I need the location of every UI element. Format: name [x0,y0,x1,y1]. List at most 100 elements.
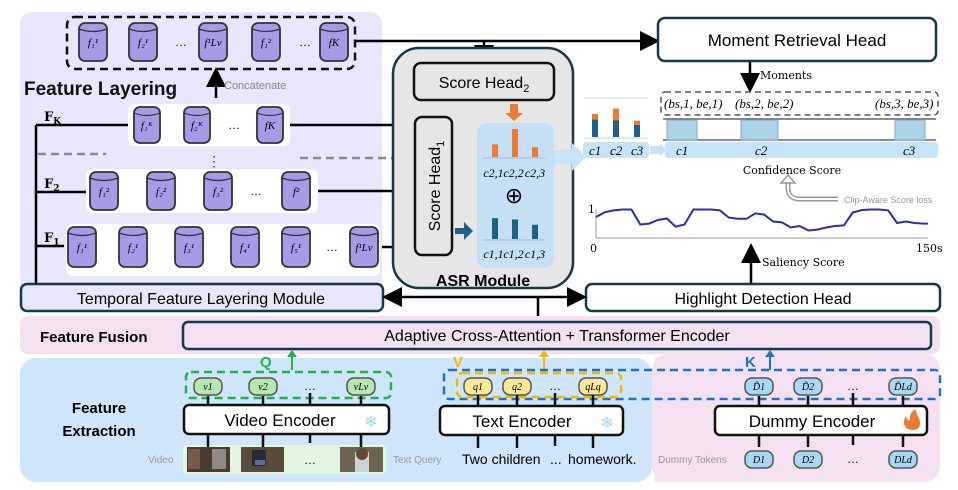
stacked-bar-teal [634,124,640,137]
cross-attention-encoder [181,320,933,351]
cross-attention-encoder-label: Adaptive Cross-Attention + Transformer E… [384,328,730,345]
text-query-label: Text Query [393,455,441,466]
score-head-2-bar [512,129,518,157]
video-token: v1 [193,377,223,396]
concat-token [198,22,228,62]
level-1-token [349,226,379,268]
ellipsis: … [250,184,262,198]
level-1-token [118,226,148,268]
stacked-bar-orange [634,120,640,125]
clip-label-strip [583,142,649,158]
concat-token [78,22,108,62]
video-token: v2 [248,377,278,396]
teal-arrow-icon [455,222,473,240]
feature-extraction-title-2: Extraction [62,423,135,440]
highlight-detection-head-label: Highlight Detection Head [675,291,852,308]
moments-dashed-box [660,91,939,116]
score-head-2-bar [532,147,538,157]
clip-labels: c1 c2 c3 [676,143,916,158]
moment-span-2 [740,119,779,141]
text-encoder-label: Text Encoder [472,412,572,431]
level-2-token [146,171,176,211]
dummy-output-token: D̃Ld [888,377,918,396]
level-2-row [86,169,318,213]
moment-span-1 [666,119,698,141]
token-label: f₃¹ [184,242,194,254]
level-2-token [281,171,311,211]
level-k-token [256,106,284,144]
row2-labels: c2,1 c2,2 c2,3 [483,166,545,180]
ellipsis: … [549,379,561,393]
ellipsis: … [847,379,859,393]
video-encoder [182,403,391,436]
token-label: f¹Lv [355,242,372,254]
text-token: q1 [463,377,493,396]
moment-retrieval-head [656,16,938,63]
snowflake-icon: ❄ [600,415,613,432]
ellipsis: … [299,35,311,49]
oplus-icon: ⊕ [505,183,523,208]
token-label: D̃Ld [893,380,913,393]
to-clip-score-arrow [554,143,586,171]
snowflake-icon: ❄ [364,414,377,431]
moments-label: Moments [760,69,812,82]
level-1-token [230,226,260,268]
token-label: f₁¹ [88,37,98,49]
token-label: f₂² [156,186,167,198]
text-encoder [438,404,625,437]
text-token: q2 [502,377,532,396]
token-label: v1 [203,382,212,393]
vertical-ellipsis: ⋮ [207,153,221,169]
feature-fusion-title: Feature Fusion [40,329,148,346]
stacked-bar-teal [592,119,598,137]
level-1-token [174,226,204,268]
moment-retrieval-head-label: Moment Retrieval Head [708,31,887,50]
level-k-label: FK [44,110,62,127]
token-label: q1 [473,382,483,393]
v-arrow-icon [539,350,549,357]
feature-layering-title: Feature Layering [24,79,177,100]
score-head-1-bar [512,219,518,239]
token-label: fK [265,120,276,132]
k-label: K [745,354,756,371]
token-label: D̃1 [752,380,765,393]
saliency-x-start-label: 0 [590,242,597,255]
token-label: D̃2 [801,380,814,393]
token-label: f₁² [261,37,272,49]
saliency-chart: 1 0 150s [588,203,943,255]
frames-ellipsis: … [304,453,316,467]
fire-icon [904,409,920,430]
q-arrow-icon [287,350,297,357]
confidence-score-label: Confidence Score [743,164,841,177]
moment-span-3 [894,119,926,141]
level-2-label: F2 [44,177,60,194]
dummy-output-token: D̃2 [793,377,823,396]
v-label: V [453,354,463,371]
token-label: D1 [752,455,765,466]
temporal-feature-layering-label: Temporal Feature Layering Module [77,291,325,308]
row1-labels: c1,1 c1,2 c1,3 [483,247,545,261]
score-head-1-bar [532,224,538,239]
token-label: f₁² [99,186,110,198]
ellipsis: … [304,379,316,393]
dummy-input-token: D2 [793,450,823,469]
token-label: f₃² [213,186,224,198]
q-dashed-box [184,370,393,400]
stacked-bar-teal [613,120,619,137]
token-label: f² [293,186,300,198]
stacked-bar-orange [592,114,598,120]
token-label: f₂¹ [128,242,138,254]
ellipsis: … [175,35,187,49]
ellipsis: … [228,118,240,132]
token-label: f₂ᴷ [191,120,204,132]
dummy-input-token: DLd [888,450,918,469]
token-label: f₁ᴷ [141,120,154,132]
asr-module-title: ASR Module [436,273,530,290]
feature-extraction-title-1: Feature [72,400,126,417]
concat-token [319,22,349,62]
score-head-2-label: Score Head2 [439,75,530,95]
token-label: v2 [258,382,267,393]
score-head-2 [412,61,556,102]
orange-arrow-icon [505,104,523,121]
token-label: qLq [585,382,601,393]
